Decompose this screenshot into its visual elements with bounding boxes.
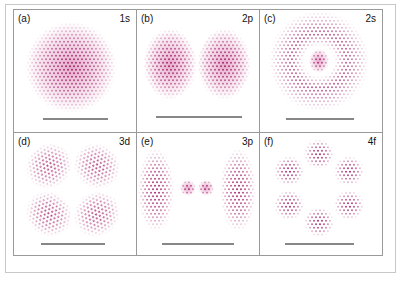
panel-letter: (f) [263, 136, 274, 147]
figure-panel: (d) 3d [13, 132, 137, 256]
orbital-name: 1s [118, 13, 131, 24]
panel-letter: (b) [140, 13, 154, 24]
panel-letter: (e) [140, 136, 154, 147]
figure-panel: (b) 2p [136, 9, 260, 133]
figure-panel: (e) 3p [136, 132, 260, 256]
orbital-name: 4f [367, 136, 377, 147]
orbital-name: 2s [364, 13, 377, 24]
figure-panel: (f) 4f [259, 132, 383, 256]
figure-panel: (a) 1s [13, 9, 137, 133]
orbital-name: 3p [241, 136, 254, 147]
panel-letter: (c) [263, 13, 277, 24]
orbital-name: 2p [241, 13, 254, 24]
panel-letter: (a) [17, 13, 31, 24]
panel-letter: (d) [17, 136, 31, 147]
figure-panel: (c) 2s [259, 9, 383, 133]
orbital-name: 3d [118, 136, 131, 147]
